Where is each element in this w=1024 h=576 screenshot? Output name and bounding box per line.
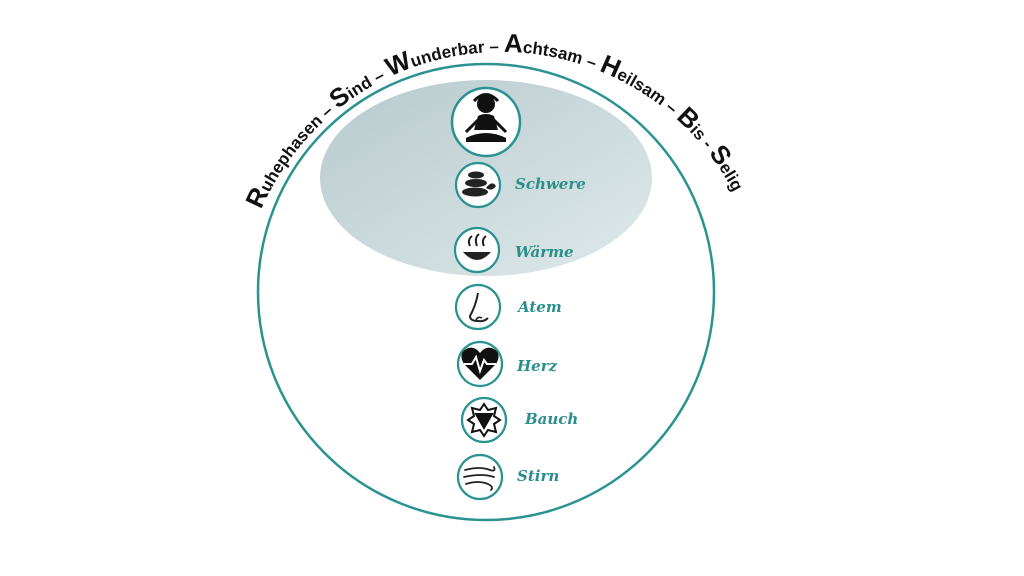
stage-bauch: Bauch [460,396,578,444]
label-bauch: Bauch [524,410,578,428]
stage-stirn: Stirn [456,453,559,501]
label-herz: Herz [516,357,558,375]
title-separator: – [484,37,504,57]
label-stirn: Stirn [517,467,559,485]
stage-waerme: Wärme [453,226,574,274]
heart-pulse-icon [461,347,499,380]
label-waerme: Wärme [515,243,574,261]
stage-schwere: Schwere [454,161,586,209]
stones-icon [462,171,496,197]
stage-meditation [450,86,522,158]
label-schwere: Schwere [515,175,586,193]
label-atem: Atem [516,298,562,316]
title-word-rest: chtsam [522,38,585,68]
stage-herz: Herz [456,340,558,388]
meditation-icon [464,93,508,142]
stage-atem: Atem [454,283,562,331]
wind-icon [463,466,496,491]
warm-bowl-icon [463,233,491,260]
chakra-icon [466,402,502,438]
nose-icon [468,292,489,323]
title-initial: A [503,28,523,59]
title-word-rest: eilsam [614,65,670,109]
